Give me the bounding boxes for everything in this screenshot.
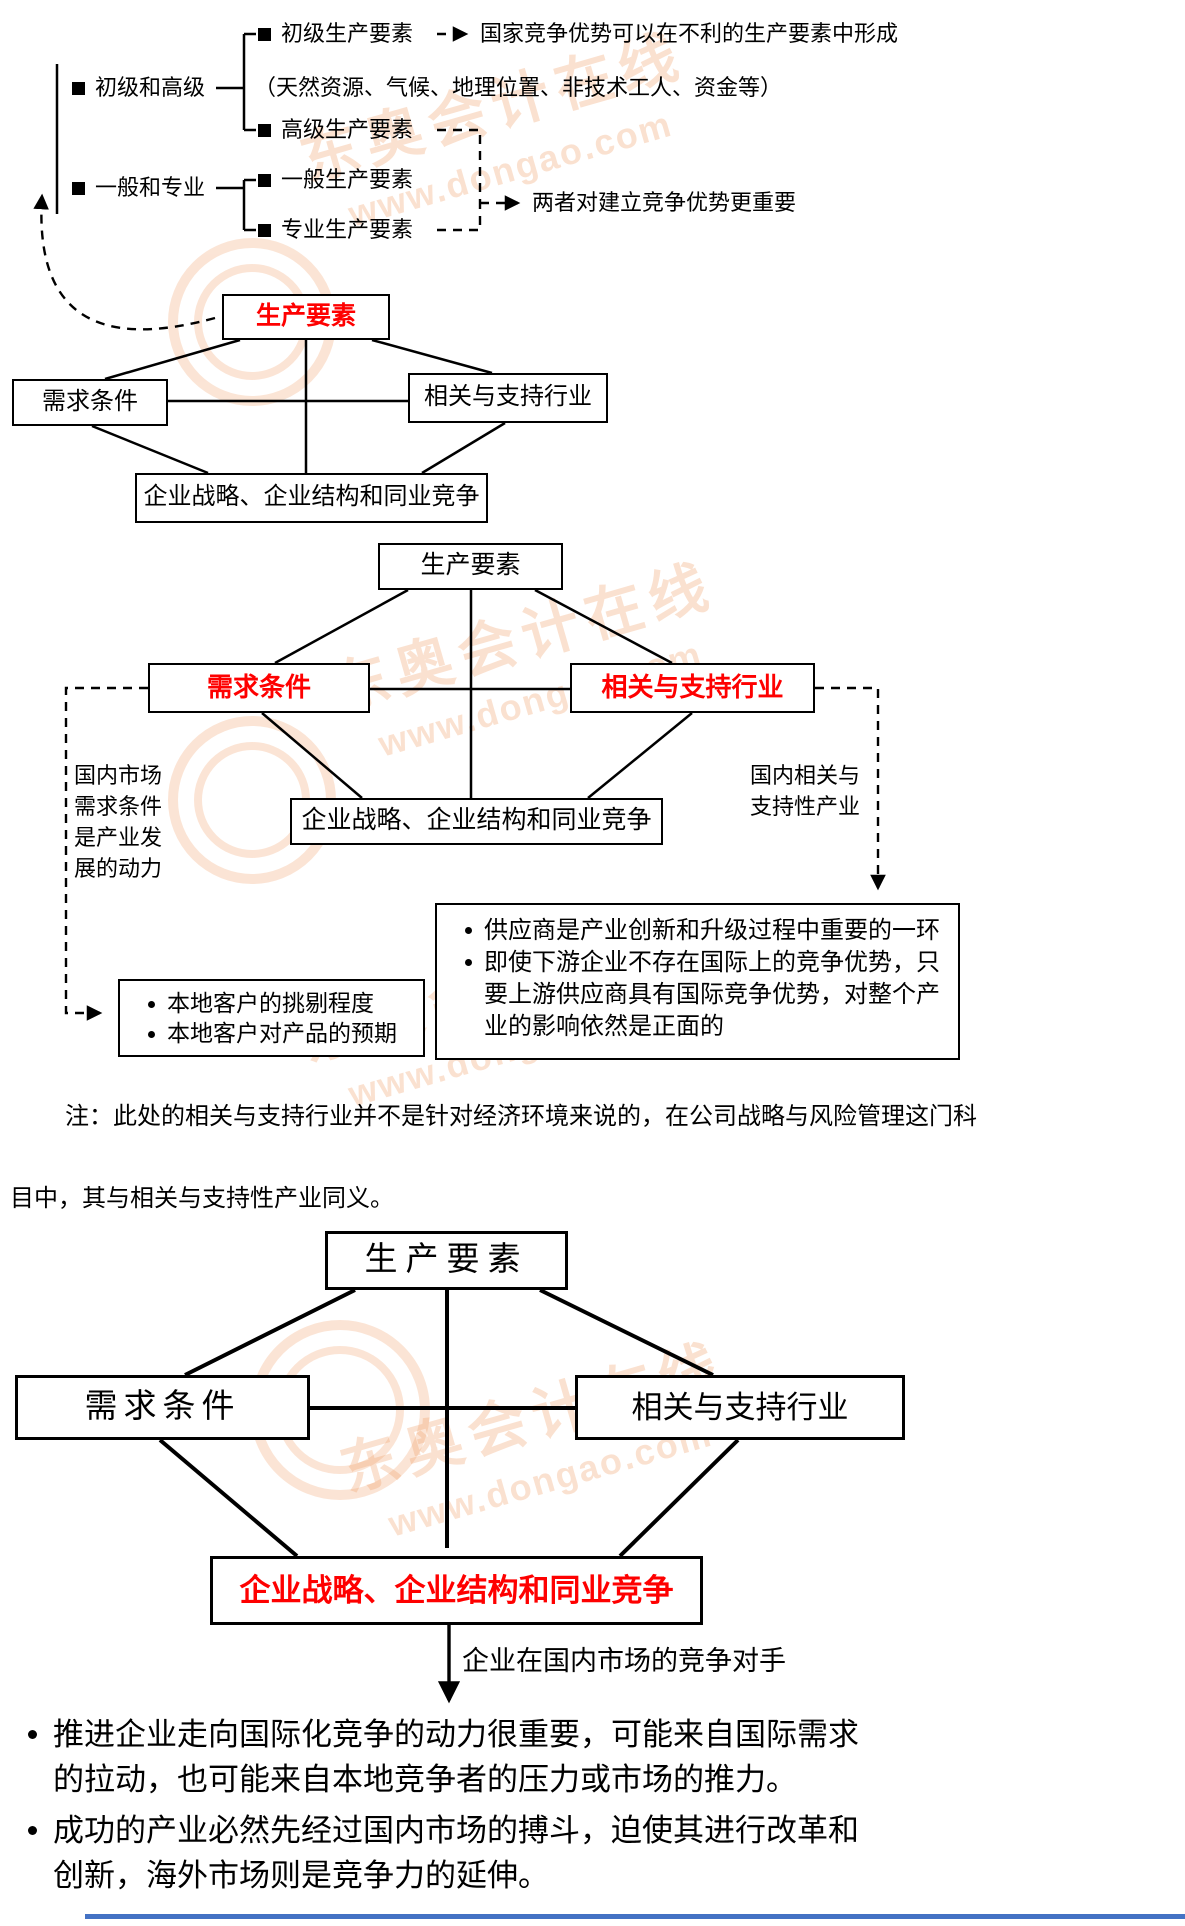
d2-related-box: 相关与支持行业 xyxy=(570,663,815,713)
square-bullet-icon xyxy=(258,27,271,41)
tree-leaf-label: 专业生产要素 xyxy=(281,217,414,242)
local-customers-box: 本地客户的挑剔程度 本地客户对产品的预期 xyxy=(118,979,425,1057)
list-item-text: 本地客户对产品的预期 xyxy=(167,1021,397,1046)
d3-topleft-line xyxy=(184,1288,356,1377)
takeaway-list: 推进企业走向国际化竞争的动力很重要，可能来自国际需求的拉动，也可能来自本地竞争者… xyxy=(28,1712,898,1898)
bullet-dot-icon xyxy=(28,1730,37,1739)
d1-factors-box: 生产要素 xyxy=(222,294,390,340)
rivalry-arrow-label: 企业在国内市场的竞争对手 xyxy=(462,1646,786,1676)
special-factor-dash-path xyxy=(437,203,482,232)
d3-strategy-box: 企业战略、企业结构和同业竞争 xyxy=(210,1556,703,1625)
d1-bottomright-line xyxy=(421,421,506,475)
factors-to-tree-curve-arrow xyxy=(33,193,216,331)
primary-factor-note: 国家竞争优势可以在不利的生产要素中形成 xyxy=(480,21,899,46)
list-item-text: 本地客户的挑剔程度 xyxy=(167,991,374,1016)
tree-group-general-special: 一般和专业 xyxy=(72,174,205,202)
list-item: 供应商是产业创新和升级过程中重要的一环 xyxy=(465,915,948,947)
square-bullet-icon xyxy=(258,223,271,237)
d2-topright-line xyxy=(534,588,673,665)
tree-leaf-general: 一般生产要素 xyxy=(258,166,413,194)
d3-factors-box: 生产要素 xyxy=(325,1231,568,1290)
takeaway-item: 推进企业走向国际化竞争的动力很重要，可能来自国际需求的拉动，也可能来自本地竞争者… xyxy=(28,1712,898,1802)
d3-demand-box: 需求条件 xyxy=(15,1375,310,1440)
d3-bottomright-line xyxy=(618,1438,740,1558)
tree-leaf-label: 初级生产要素 xyxy=(281,21,414,46)
square-bullet-icon xyxy=(72,181,85,195)
annotation-line: 支持性产业 xyxy=(750,794,861,819)
d2-topleft-line xyxy=(274,588,409,665)
bullet-dot-icon xyxy=(28,1826,37,1835)
d3-bottomleft-line xyxy=(158,1438,299,1558)
list-item: 本地客户的挑剔程度 xyxy=(148,989,413,1019)
d1-topright-line xyxy=(371,338,493,375)
d3-topright-line xyxy=(539,1288,714,1377)
bullet-dot-icon xyxy=(465,959,472,966)
tree-leaf-advanced: 高级生产要素 xyxy=(258,116,413,144)
tree-leaf-special: 专业生产要素 xyxy=(258,216,413,244)
d2-factors-box: 生产要素 xyxy=(378,543,563,590)
d1-strategy-box: 企业战略、企业结构和同业竞争 xyxy=(135,473,488,523)
bullet-dot-icon xyxy=(148,1031,155,1038)
takeaway-item: 成功的产业必然先经过国内市场的搏斗，迫使其进行改革和创新，海外市场则是竞争力的延… xyxy=(28,1808,898,1898)
d2-bottomright-line xyxy=(587,712,693,799)
d1-related-box: 相关与支持行业 xyxy=(408,373,608,423)
bullet-dot-icon xyxy=(148,1001,155,1008)
bullet-dot-icon xyxy=(465,927,472,934)
tree-group-primary-advanced: 初级和高级 xyxy=(72,74,205,102)
tree-leaf-label: 一般生产要素 xyxy=(281,167,414,192)
d2-strategy-box: 企业战略、企业结构和同业竞争 xyxy=(290,798,663,845)
bottom-rule xyxy=(85,1914,1185,1919)
note-line-1: 注：此处的相关与支持行业并不是针对经济环境来说的，在公司战略与风险管理这门科 xyxy=(65,1104,977,1130)
list-item-text: 即使下游企业不存在国际上的竞争优势，只要上游供应商具有国际竞争优势，对整个产业的… xyxy=(484,950,940,1040)
list-item: 本地客户对产品的预期 xyxy=(148,1019,413,1049)
annotation-line: 国内相关与 xyxy=(750,763,861,788)
note-line-2: 目中，其与相关与支持性产业同义。 xyxy=(10,1186,394,1212)
advanced-factor-dash-path xyxy=(437,128,482,203)
d3-related-box: 相关与支持行业 xyxy=(575,1375,905,1440)
annotation-line: 展的动力 xyxy=(74,856,163,881)
annotation-line: 国内市场 xyxy=(74,763,163,788)
takeaway-text: 推进企业走向国际化竞争的动力很重要，可能来自国际需求的拉动，也可能来自本地竞争者… xyxy=(53,1717,859,1797)
tree-group-label: 一般和专业 xyxy=(95,175,206,200)
square-bullet-icon xyxy=(258,173,271,187)
d1-demand-box: 需求条件 xyxy=(12,379,168,426)
square-bullet-icon xyxy=(258,123,271,137)
list-item: 即使下游企业不存在国际上的竞争优势，只要上游供应商具有国际竞争优势，对整个产业的… xyxy=(465,947,948,1043)
d1-bottomleft-line xyxy=(91,424,209,475)
suppliers-box: 供应商是产业创新和升级过程中重要的一环 即使下游企业不存在国际上的竞争优势，只要… xyxy=(435,903,960,1060)
annotation-line: 需求条件 xyxy=(74,794,163,819)
both-important-note: 两者对建立竞争优势更重要 xyxy=(532,190,797,215)
d1-topleft-line xyxy=(104,338,241,381)
square-bullet-icon xyxy=(72,81,85,95)
d2-demand-box: 需求条件 xyxy=(148,663,370,713)
d2-demand-annotation: 国内市场 需求条件 是产业发 展的动力 xyxy=(74,760,162,884)
tree-leaf-label: 高级生产要素 xyxy=(281,117,414,142)
annotation-line: 是产业发 xyxy=(74,825,163,850)
tree-leaf-primary: 初级生产要素 xyxy=(258,20,413,48)
list-item-text: 供应商是产业创新和升级过程中重要的一环 xyxy=(484,918,940,944)
takeaway-text: 成功的产业必然先经过国内市场的搏斗，迫使其进行改革和创新，海外市场则是竞争力的延… xyxy=(53,1813,859,1893)
d2-bottomleft-line xyxy=(261,712,363,799)
tree-group-label: 初级和高级 xyxy=(95,75,206,100)
factor-examples: （天然资源、气候、地理位置、非技术工人、资金等） xyxy=(254,75,783,100)
d2-related-annotation: 国内相关与 支持性产业 xyxy=(750,760,860,822)
